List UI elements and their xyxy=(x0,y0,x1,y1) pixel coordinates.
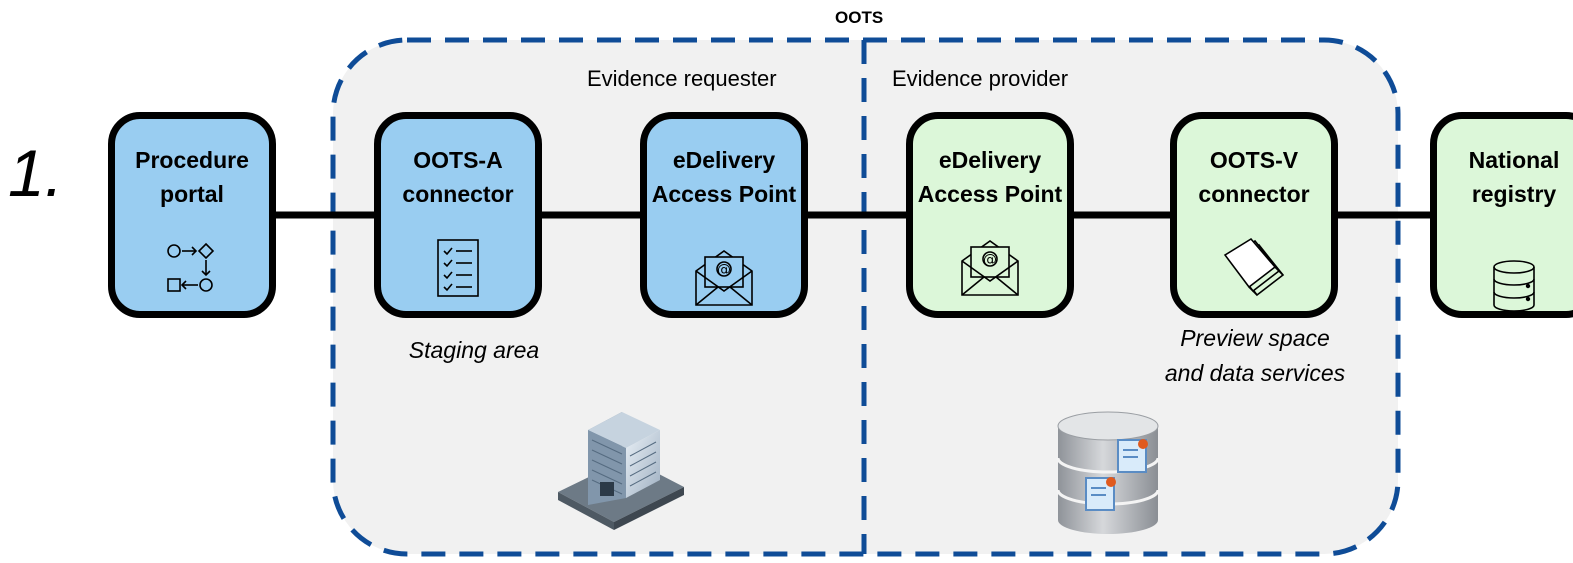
group-title: OOTS xyxy=(835,8,884,27)
database-icon xyxy=(1493,260,1535,312)
section-label-requester: Evidence requester xyxy=(587,66,777,91)
database-certificates-icon xyxy=(1056,411,1160,534)
office-building-icon xyxy=(558,412,684,530)
node-title-line: eDelivery xyxy=(938,147,1042,173)
caption-preview-line1: Preview space xyxy=(1180,325,1330,351)
caption-staging-area: Staging area xyxy=(408,337,540,363)
node-title-line: OOTS-A xyxy=(413,147,503,173)
node-title-line: Procedure xyxy=(135,147,249,173)
node-title-line: eDelivery xyxy=(672,147,776,173)
node-title-line: Access Point xyxy=(917,181,1063,207)
node-title: OOTS-A connector xyxy=(381,143,535,211)
documents-stack-icon xyxy=(1223,237,1285,297)
node-national-registry[interactable]: National registry xyxy=(1430,112,1573,318)
node-edelivery-requester[interactable]: eDelivery Access Point @ xyxy=(640,112,808,318)
section-label-provider: Evidence provider xyxy=(892,66,1069,91)
workflow-icon xyxy=(167,242,215,292)
node-title-line: portal xyxy=(160,181,224,207)
caption-preview-line2: and data services xyxy=(1164,360,1346,386)
step-number: 1. xyxy=(8,136,64,210)
node-title-line: connector xyxy=(1198,181,1310,207)
node-title: National registry xyxy=(1437,143,1573,211)
node-oots-a-connector[interactable]: OOTS-A connector xyxy=(374,112,542,318)
node-title: OOTS-V connector xyxy=(1177,143,1331,211)
node-title-line: OOTS-V xyxy=(1209,147,1299,173)
node-edelivery-provider[interactable]: eDelivery Access Point @ xyxy=(906,112,1074,318)
node-title: eDelivery Access Point xyxy=(647,143,801,211)
node-title-line: registry xyxy=(1471,181,1557,207)
checklist-icon xyxy=(437,239,479,297)
node-oots-v-connector[interactable]: OOTS-V connector xyxy=(1170,112,1338,318)
svg-text:@: @ xyxy=(983,252,997,268)
node-title: eDelivery Access Point xyxy=(913,143,1067,211)
email-envelope-icon: @ xyxy=(961,240,1019,296)
node-title: Procedure portal xyxy=(115,143,269,211)
svg-text:@: @ xyxy=(717,262,731,278)
node-title-line: Access Point xyxy=(651,181,797,207)
node-title-line: National xyxy=(1468,147,1560,173)
email-envelope-icon: @ xyxy=(695,250,753,306)
node-title-line: connector xyxy=(402,181,514,207)
node-procedure-portal[interactable]: Procedure portal xyxy=(108,112,276,318)
